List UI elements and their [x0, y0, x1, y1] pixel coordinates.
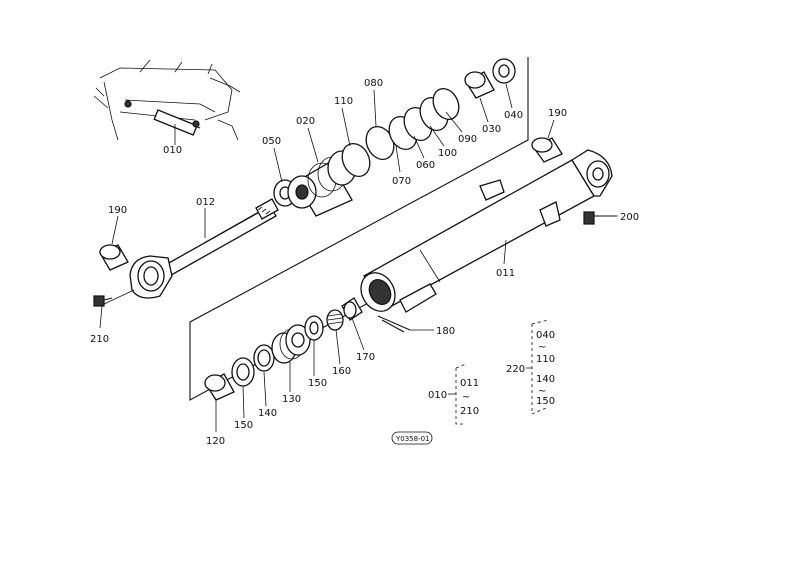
label-060: 060	[416, 160, 435, 171]
label-180: 180	[436, 326, 455, 337]
label-011: 011	[496, 268, 515, 279]
machine-thumbnail	[93, 59, 241, 141]
label-020: 020	[296, 116, 315, 127]
label-010: 010	[163, 145, 182, 156]
bushing-030	[464, 71, 495, 99]
label-140-lower: 140	[258, 408, 277, 419]
label-030: 030	[482, 124, 501, 135]
label-190-left: 190	[108, 205, 127, 216]
piston-rod	[159, 198, 279, 279]
pin-180	[377, 315, 434, 333]
label-150-lower: 150	[234, 420, 253, 431]
label-150-upper: 150	[308, 378, 327, 389]
nut-170	[341, 297, 363, 321]
group-010-bracket: 010 011 ~ 210	[428, 363, 479, 425]
label-012: 012	[196, 197, 215, 208]
group-220-item-5: ~	[538, 386, 546, 397]
spring-160	[326, 309, 344, 331]
group-220-item-4: 140	[536, 374, 555, 385]
part-labels: 010 012 190 210 050 020 110 080 070 060 …	[90, 78, 639, 447]
label-080: 080	[364, 78, 383, 89]
group-010-item-3: 210	[460, 406, 479, 417]
bushing-120	[204, 373, 235, 401]
label-200: 200	[620, 212, 639, 223]
label-050: 050	[262, 136, 281, 147]
grease-fitting-left	[93, 295, 113, 307]
label-120: 120	[206, 436, 225, 447]
group-220-item-1: 040	[536, 330, 555, 341]
seal-rings	[341, 87, 460, 178]
ring-150-lower	[231, 357, 255, 387]
ring-140	[253, 344, 275, 372]
label-130: 130	[282, 394, 301, 405]
group-010-label: 010	[428, 390, 447, 401]
ring-150-upper	[304, 315, 324, 341]
piston-130	[271, 324, 311, 364]
label-040-top: 040	[504, 110, 523, 121]
diagram-code-text: Y0358-01	[395, 435, 430, 443]
rod-end-eye	[129, 255, 173, 299]
bushing-left	[99, 244, 129, 271]
label-100: 100	[438, 148, 457, 159]
label-170: 170	[356, 352, 375, 363]
leader-lines	[99, 83, 618, 432]
label-110-top: 110	[334, 96, 353, 107]
bushing-right	[531, 137, 563, 163]
group-010-item-2: ~	[462, 392, 470, 403]
group-220-bracket: 220 040 ~ 110 140 ~ 150	[506, 319, 555, 415]
cylinder-tube	[360, 149, 613, 313]
label-160: 160	[332, 366, 351, 377]
label-190-right: 190	[548, 108, 567, 119]
label-070: 070	[392, 176, 411, 187]
grease-fitting-right	[583, 211, 616, 225]
group-220-item-6: 150	[536, 396, 555, 407]
group-220-item-3: 110	[536, 354, 555, 365]
diagram-code: Y0358-01	[391, 431, 433, 445]
label-210: 210	[90, 334, 109, 345]
group-220-item-2: ~	[538, 342, 546, 353]
wiper-040	[492, 58, 516, 84]
group-220-label: 220	[506, 364, 525, 375]
label-090: 090	[458, 134, 477, 145]
group-010-item-1: 011	[460, 378, 479, 389]
